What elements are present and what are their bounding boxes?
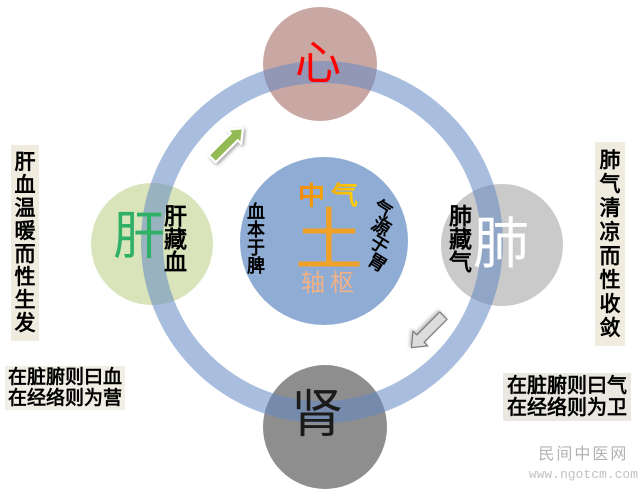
qi-channels-line2: 在经络则为卫	[507, 397, 627, 419]
liver-blood-annotation: 肝血温暖而性生发	[11, 145, 39, 341]
watermark-site-name: 民间中医网	[538, 446, 629, 463]
lung-qi-annotation: 肺气清凉而性收敛	[595, 142, 625, 346]
blood-channels-line1: 在脏腑则曰血	[8, 367, 123, 388]
lung-label: 肺	[473, 214, 529, 276]
liver-stores-blood-note: 肝藏血	[164, 204, 187, 275]
down-left-arrow-icon	[410, 311, 448, 349]
qi-origin-note: 气源于胃	[364, 195, 396, 277]
watermark-site-url: www.ngotcm.com	[528, 466, 638, 482]
qi-channels-line1: 在脏腑则曰气	[507, 375, 627, 397]
liver-label: 肝	[112, 209, 166, 266]
blood-origin-note: 血本于脾	[247, 202, 265, 276]
up-right-arrow-icon	[207, 126, 245, 164]
blood-channels-annotation: 在脏腑则曰血 在经络则为营	[5, 366, 126, 410]
watermark: 民间中医网 www.ngotcm.com	[529, 444, 638, 483]
lung-stores-qi-note: 肺藏气	[449, 204, 472, 275]
axis-pivot-label: 轴枢	[301, 271, 359, 297]
qi-channels-annotation: 在脏腑则曰气 在经络则为卫	[503, 373, 631, 421]
kidney-label: 肾	[290, 387, 344, 444]
blood-channels-line2: 在经络则为营	[8, 388, 123, 409]
center-qi-label: 中气	[298, 180, 364, 211]
earth-label: 土	[294, 203, 364, 279]
heart-label: 心	[295, 38, 341, 89]
